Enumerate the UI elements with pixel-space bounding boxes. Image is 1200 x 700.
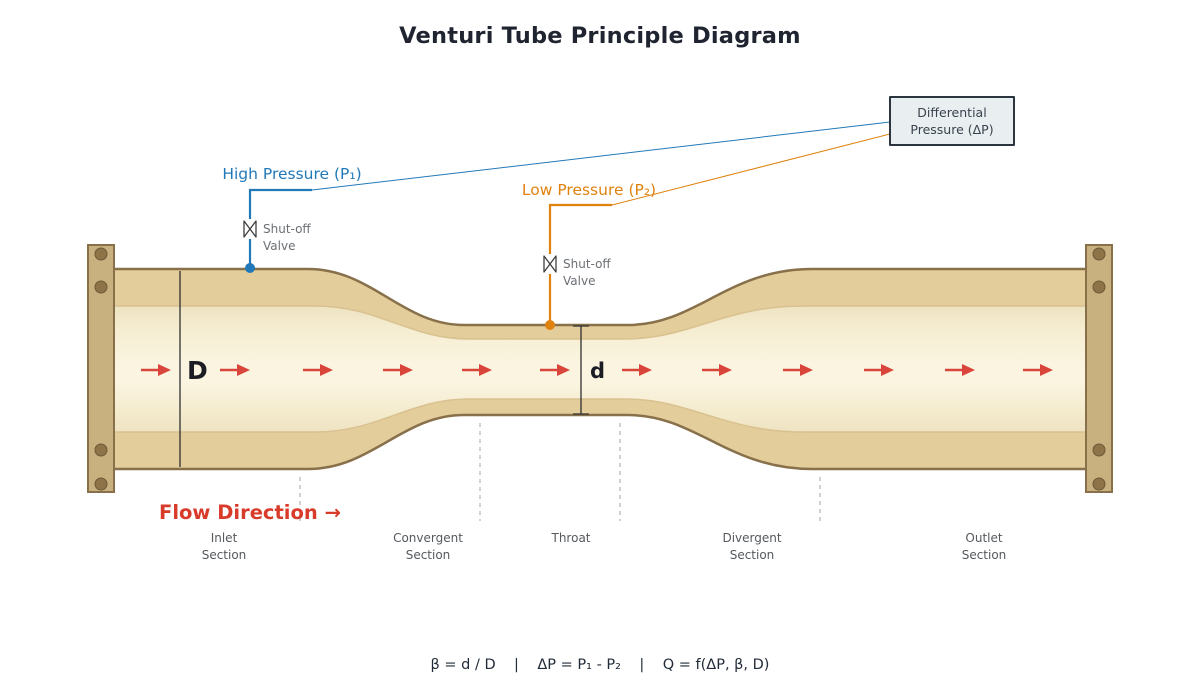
formula-text: β = d / D | ΔP = P₁ - P₂ | Q = f(ΔP, β, … xyxy=(430,657,770,673)
bolt-icon xyxy=(1092,477,1106,491)
shutoff-valve-label-high: Shut-off Valve xyxy=(263,222,311,253)
high-pressure-label: High Pressure (P₁) xyxy=(222,165,362,183)
low-pressure-label: Low Pressure (P₂) xyxy=(521,181,657,199)
shutoff-valve-label-low: Shut-off Valve xyxy=(563,257,611,288)
section-label-inlet: Inlet Section xyxy=(201,531,247,562)
low-pressure-tap-point xyxy=(545,320,555,330)
throat-diameter-label: d xyxy=(590,359,606,383)
left-flange xyxy=(87,244,115,493)
flow-direction-label: Flow Direction → xyxy=(159,501,341,524)
shutoff-valve-icon xyxy=(541,253,559,275)
bolt-icon xyxy=(94,477,108,491)
section-label-divergent: Divergent Section xyxy=(722,531,782,562)
dimension-line-d xyxy=(573,325,589,415)
high-pressure-tap xyxy=(241,121,891,273)
differential-pressure-line2: Pressure (ΔP) xyxy=(910,122,994,137)
inlet-diameter-label: D xyxy=(187,356,208,385)
bolt-icon xyxy=(94,280,108,294)
differential-pressure-line1: Differential xyxy=(917,105,987,120)
right-flange xyxy=(1085,244,1113,493)
shutoff-valve-icon xyxy=(241,218,259,240)
high-pressure-tap-point xyxy=(245,263,255,273)
bolt-icon xyxy=(94,247,108,261)
section-label-throat: Throat xyxy=(551,531,591,545)
low-pressure-tap xyxy=(541,133,891,330)
bolt-icon xyxy=(94,443,108,457)
section-divider-lines xyxy=(299,423,821,521)
bolt-icon xyxy=(1092,280,1106,294)
section-label-outlet: Outlet Section xyxy=(961,531,1007,562)
page-title: Venturi Tube Principle Diagram xyxy=(399,23,801,49)
section-label-convergent: Convergent Section xyxy=(393,531,463,562)
bolt-icon xyxy=(1092,247,1106,261)
bolt-icon xyxy=(1092,443,1106,457)
differential-pressure-box: Differential Pressure (ΔP) xyxy=(889,96,1015,146)
